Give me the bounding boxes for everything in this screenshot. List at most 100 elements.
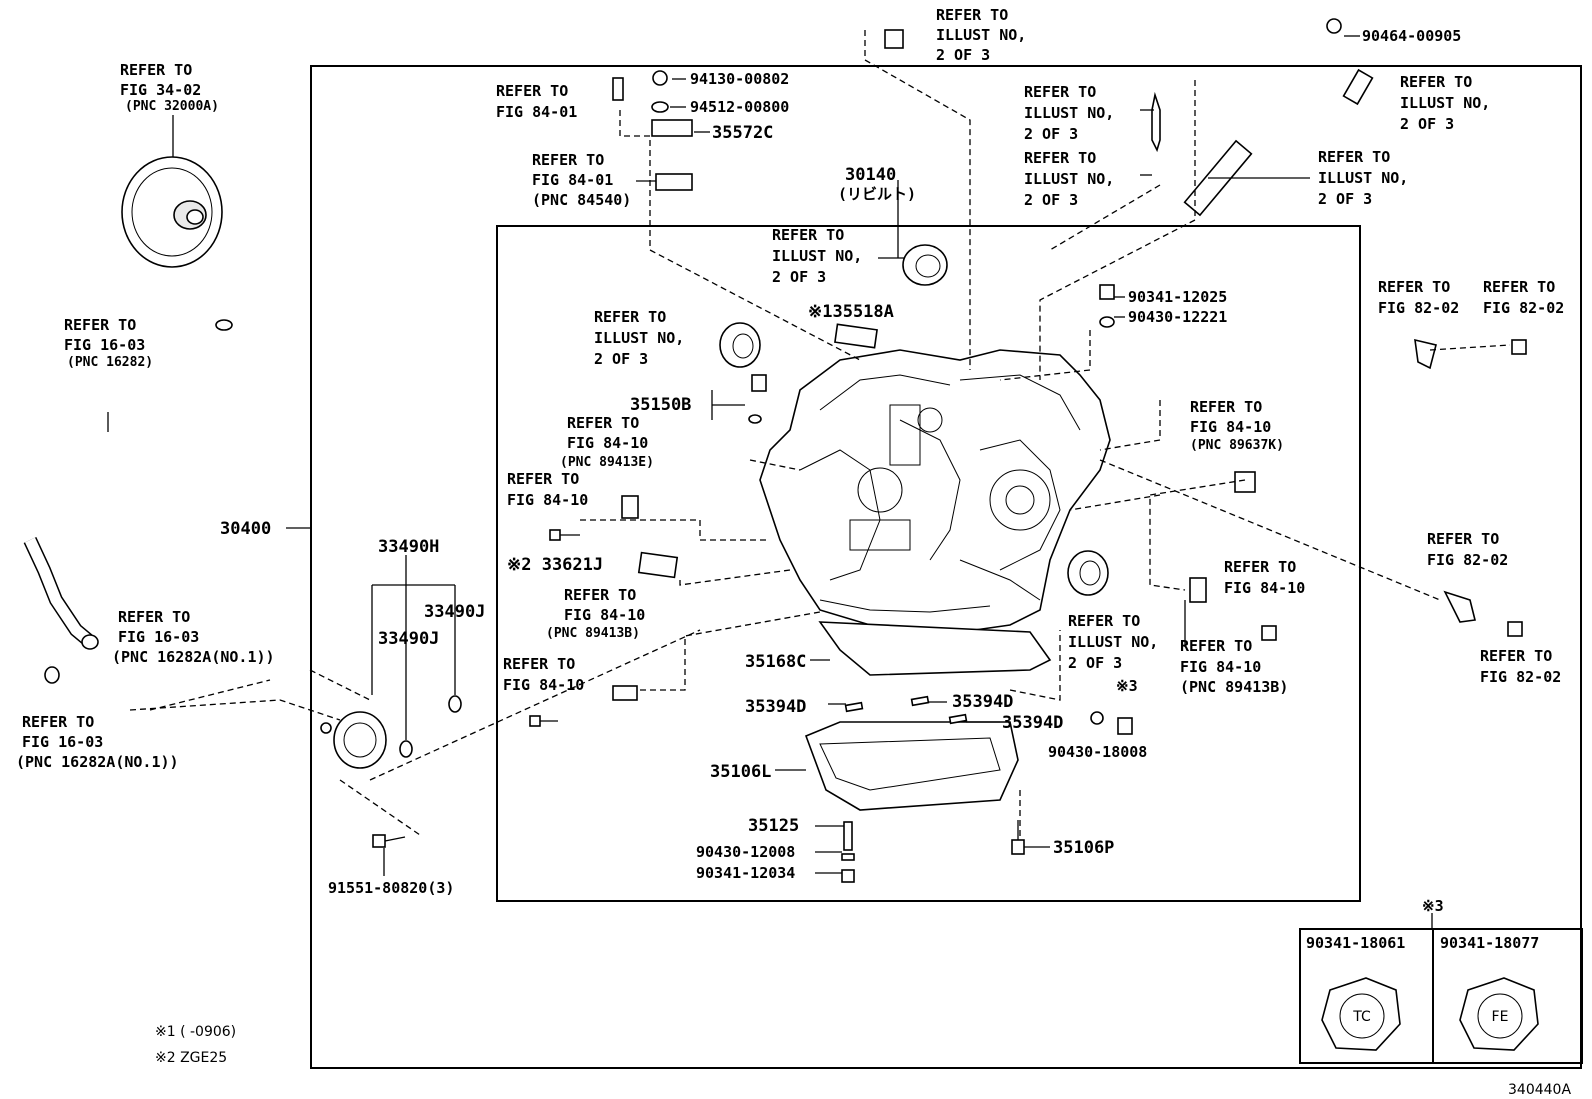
part-90341-18077[interactable]: 90341-18077 — [1440, 934, 1539, 952]
part-30140[interactable]: 30140 — [845, 165, 896, 185]
speed-sensor[interactable] — [621, 495, 639, 519]
ref-illust-f[interactable]: REFER TO ILLUST NO, 2 OF 3 — [594, 308, 693, 368]
ref-fig-84-10-d[interactable]: REFER TO FIG 84-10 — [503, 655, 584, 694]
part-90341-18061[interactable]: 90341-18061 — [1306, 934, 1405, 952]
part-35572C[interactable]: 35572C — [712, 123, 773, 143]
shift-plate[interactable] — [637, 551, 679, 579]
fill-plug[interactable] — [1099, 284, 1115, 328]
o-ring[interactable] — [399, 740, 413, 758]
ref-fig-82-02-d[interactable]: REFER TO FIG 82-02 — [1480, 647, 1561, 686]
inner-frame — [496, 225, 1361, 902]
ref-illust-b[interactable]: REFER TO ILLUST NO, 2 OF 3 — [1024, 149, 1123, 209]
part-94512-00800[interactable]: 94512-00800 — [690, 98, 789, 116]
part-35125[interactable]: 35125 — [748, 816, 799, 836]
bolt[interactable] — [549, 529, 580, 541]
part-90341-12034[interactable]: 90341-12034 — [696, 864, 795, 882]
bolt[interactable] — [1511, 339, 1527, 355]
bolt[interactable] — [651, 70, 693, 137]
plug-mark-fe: FE — [1492, 1009, 1509, 1025]
oil-pan[interactable] — [804, 721, 1019, 811]
part-35394D-a[interactable]: 35394D — [745, 697, 806, 717]
part-30400[interactable]: 30400 — [220, 519, 271, 539]
box-mark: ※3 — [1422, 897, 1444, 915]
ref-fig-84-01-b[interactable]: REFER TO FIG 84-01 (PNC 84540) — [532, 151, 631, 209]
ref-fig-16-03-top[interactable]: REFER TO FIG 16-03 (PNC 16282) — [64, 316, 154, 370]
ref-fig-16-03-mid[interactable]: REFER TO FIG 16-03 (PNC 16282A(NO.1)) — [112, 608, 275, 666]
ref-fig-82-02-c[interactable]: REFER TO FIG 82-02 — [1427, 530, 1508, 569]
ref-fig-84-10-g[interactable]: REFER TO FIG 84-10 (PNC 89413B) — [1180, 637, 1288, 696]
oil-seal[interactable] — [902, 244, 948, 286]
ref-fig-84-10-b[interactable]: REFER TO FIG 84-10 — [507, 470, 588, 509]
ref-fig-82-02-a[interactable]: REFER TO FIG 82-02 — [1378, 278, 1459, 317]
part-35106P[interactable]: 35106P — [1053, 838, 1114, 858]
bracket[interactable] — [1443, 590, 1476, 623]
part-35106L[interactable]: 35106L — [710, 762, 771, 782]
part-33490H[interactable]: 33490H — [378, 537, 439, 557]
part-90430-12221[interactable]: 90430-12221 — [1128, 308, 1227, 326]
oil-cooler-hose[interactable] — [14, 319, 233, 684]
ref-illust-c[interactable]: REFER TO ILLUST NO, 2 OF 3 — [1400, 73, 1499, 133]
diagram-id: 340440A — [1508, 1082, 1571, 1098]
oil-seal[interactable] — [1067, 550, 1109, 596]
part-35394D-b[interactable]: 35394D — [952, 692, 1013, 712]
bracket[interactable] — [1414, 338, 1437, 370]
caution-plate[interactable] — [834, 323, 878, 349]
strainer-gasket[interactable] — [844, 701, 864, 713]
oil-pan-gasket[interactable] — [818, 621, 1052, 676]
drain-plug-tc[interactable]: TC — [1321, 977, 1401, 1051]
dipstick-tube[interactable] — [1151, 91, 1161, 153]
breather-plug[interactable] — [1326, 18, 1374, 106]
bolt[interactable] — [372, 834, 406, 848]
transaxle-assembly[interactable] — [759, 349, 1111, 636]
part-90464-00905[interactable]: 90464-00905 — [1362, 27, 1461, 45]
part-90430-18008-mark: ※3 — [1116, 677, 1138, 695]
part-90341-12025[interactable]: 90341-12025 — [1128, 288, 1227, 306]
bolt[interactable] — [1261, 625, 1277, 641]
ref-fig-84-10-c[interactable]: REFER TO FIG 84-10 (PNC 89413B) — [546, 586, 654, 641]
part-35394D-c[interactable]: 35394D — [1002, 713, 1063, 733]
part-33490J-a[interactable]: 33490J — [424, 602, 485, 622]
oil-seal[interactable] — [719, 322, 761, 368]
ref-fig-16-03-bot[interactable]: REFER TO FIG 16-03 (PNC 16282A(NO.1)) — [16, 713, 179, 771]
part-33490J-b[interactable]: 33490J — [378, 629, 439, 649]
ref-fig-84-10-e[interactable]: REFER TO FIG 84-10 (PNC 89637K) — [1190, 398, 1284, 453]
torque-converter[interactable] — [121, 115, 223, 268]
part-91551-80820[interactable]: 91551-80820(3) — [328, 879, 454, 897]
strainer-gasket[interactable] — [948, 713, 968, 725]
ref-illust-d[interactable]: REFER TO ILLUST NO, 2 OF 3 — [1318, 148, 1417, 208]
ref-illust-a[interactable]: REFER TO ILLUST NO, 2 OF 3 — [1024, 83, 1123, 143]
part-35518A[interactable]: ※135518A — [808, 302, 894, 322]
bolt[interactable] — [529, 715, 558, 727]
bolt[interactable] — [612, 77, 624, 101]
pipe-fitting[interactable] — [748, 374, 767, 424]
bolt[interactable] — [841, 821, 855, 883]
part-90430-12008[interactable]: 90430-12008 — [696, 843, 795, 861]
drain-plug[interactable] — [1090, 711, 1133, 735]
note-2: ※2 ZGE25 — [155, 1050, 227, 1066]
part-90430-18008[interactable]: 90430-18008 — [1048, 743, 1147, 761]
drain-bolt[interactable] — [1011, 820, 1025, 855]
speed-sensor[interactable] — [1189, 577, 1207, 603]
sensor[interactable] — [1234, 471, 1256, 493]
ref-fig-84-10-f[interactable]: REFER TO FIG 84-10 — [1224, 558, 1305, 597]
bolt[interactable] — [884, 29, 904, 49]
detent-spring[interactable] — [655, 173, 693, 191]
part-35150B[interactable]: 35150B — [630, 395, 691, 415]
part-35168C[interactable]: 35168C — [745, 652, 806, 672]
o-ring[interactable] — [448, 695, 462, 713]
speed-sensor[interactable] — [612, 685, 638, 701]
part-94130-00802[interactable]: 94130-00802 — [690, 70, 789, 88]
ref-fig-84-01-a[interactable]: REFER TO FIG 84-01 — [496, 82, 577, 121]
strainer-gasket[interactable] — [910, 695, 930, 707]
ref-fig-34-02[interactable]: REFER TO FIG 34-02 (PNC 32000A) — [120, 61, 219, 114]
ref-illust-top[interactable]: REFER TO ILLUST NO, 2 OF 3 — [936, 6, 1035, 64]
ref-illust-g[interactable]: REFER TO ILLUST NO, 2 OF 3 — [1068, 612, 1167, 672]
ref-fig-84-10-a[interactable]: REFER TO FIG 84-10 (PNC 89413E) — [560, 414, 657, 470]
ref-fig-82-02-b[interactable]: REFER TO FIG 82-02 — [1483, 278, 1564, 317]
part-33621J[interactable]: ※2 33621J — [507, 555, 603, 575]
ref-illust-e[interactable]: REFER TO ILLUST NO, 2 OF 3 — [772, 226, 871, 286]
pump-cover[interactable] — [320, 711, 387, 769]
note-1: ※1 ( -0906) — [155, 1024, 236, 1040]
bolt[interactable] — [1507, 621, 1523, 637]
drain-plug-fe[interactable]: FE — [1459, 977, 1539, 1051]
